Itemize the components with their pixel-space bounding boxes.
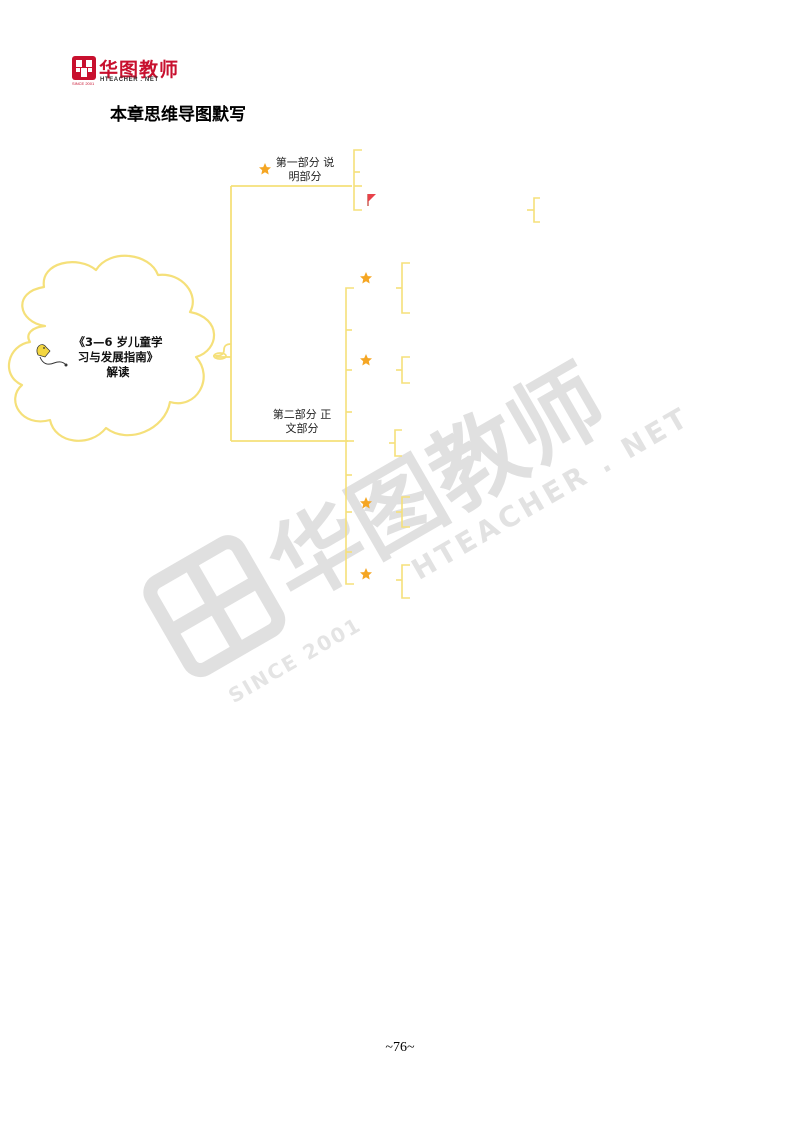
mind-map: 华图教师 HTEACHER . NET SINCE 2001 《3—6 岁儿童学… [7, 149, 696, 708]
bird-icon [36, 344, 68, 367]
branch-2-label-line1: 第二部分 正 [273, 407, 332, 421]
logo-domain-text: HTEACHER . NET [100, 77, 159, 83]
main-connector [212, 185, 352, 442]
root-node-line3: 解读 [107, 365, 130, 379]
watermark-since: SINCE 2001 [224, 612, 366, 708]
star-icon [360, 497, 372, 509]
logo-brand-name: 华图教师 [99, 59, 180, 81]
watermark: 华图教师 HTEACHER . NET SINCE 2001 [143, 346, 696, 708]
branch-2: 第二部分 正 文部分 [273, 262, 410, 599]
branch-1-label-line1: 第一部分 说 [276, 155, 335, 169]
root-node-line1: 《3—6 岁儿童学 [73, 335, 163, 349]
watermark-logo-icon [143, 535, 286, 678]
star-icon [360, 354, 372, 366]
star-icon [360, 272, 372, 284]
logo-mark-icon [72, 56, 96, 80]
branch-1: 第一部分 说 明部分 [259, 149, 540, 223]
star-icon [259, 163, 271, 175]
logo-since-text: SINCE 2001 [72, 81, 95, 86]
brand-logo: 华图教师 SINCE 2001 HTEACHER . NET [72, 56, 192, 88]
flag-icon [367, 194, 376, 206]
cloud-icon [7, 254, 216, 442]
page-number: ~76~ [385, 1040, 415, 1055]
root-node-line2: 习与发展指南》 [78, 350, 159, 364]
branch-2-stars [360, 272, 372, 580]
page-heading: 本章思维导图默写 [110, 105, 246, 125]
star-icon [360, 568, 372, 580]
branch-2-label-line2: 文部分 [286, 421, 319, 435]
branch-1-label-line2: 明部分 [289, 169, 322, 183]
